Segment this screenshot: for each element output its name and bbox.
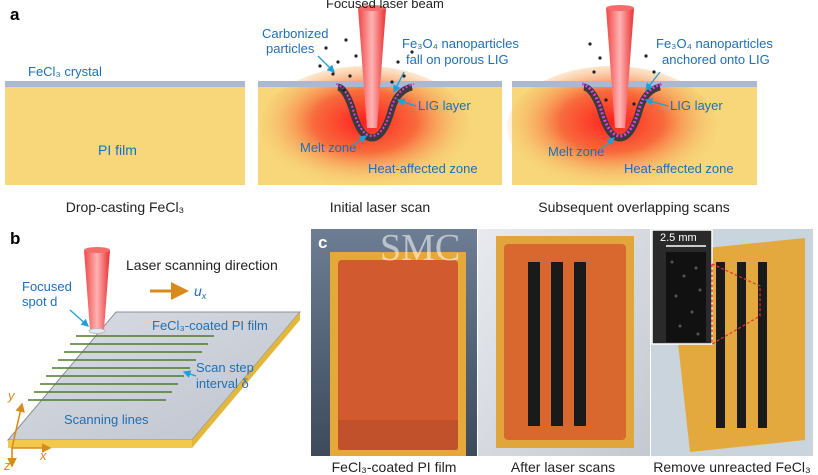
lig-stripe-4	[716, 262, 725, 428]
pi-film-label: PI film	[98, 142, 137, 158]
carbonized-label-1: Carbonized	[262, 26, 329, 41]
melt-arrow	[351, 135, 368, 147]
panel-label-a: a	[10, 5, 20, 24]
melt-zone-label-3: Melt zone	[548, 144, 604, 159]
panel-a-step3: Fe₃O₄ nanoparticles anchored onto LIG LI…	[507, 5, 773, 215]
carbonized-particles-3	[588, 42, 656, 106]
caption-photo3: Remove unreacted FeCl₃	[653, 459, 810, 475]
haz-label-3: Heat-affected zone	[624, 161, 734, 176]
watermark-text: SMC	[380, 227, 460, 269]
caption-initial-scan: Initial laser scan	[330, 199, 430, 215]
axis-z-label: z	[3, 458, 11, 473]
carbonized-label-2: particles	[266, 41, 315, 56]
heat-affected-zone-shape-3	[507, 66, 717, 190]
inset-lig-texture	[666, 252, 706, 342]
lig-arrow-3	[644, 97, 669, 107]
fe-anchored-arrow	[645, 71, 661, 92]
caption-overlapping-scans: Subsequent overlapping scans	[538, 199, 729, 215]
lig-layer-label-3: LIG layer	[670, 98, 723, 113]
panel-label-b: b	[10, 229, 20, 248]
fe-anchored-label-1: Fe₃O₄ nanoparticles	[656, 36, 773, 51]
fe-label-1: Fe₃O₄ nanoparticles	[402, 36, 519, 51]
lig-stripe-5	[737, 262, 746, 428]
fe-anchored-label-2: anchored onto LIG	[662, 52, 770, 67]
axis-x-label: x	[39, 448, 47, 463]
panel-b-laser-top	[84, 247, 110, 253]
lig-arrow	[396, 98, 417, 107]
axes	[7, 402, 52, 468]
focused-spot	[88, 328, 106, 334]
carbonized-particles	[318, 38, 414, 92]
lig-stripe-1	[528, 262, 540, 426]
scale-bar-label: 2.5 mm	[660, 232, 697, 244]
scan-step-label-1: Scan step	[196, 360, 254, 375]
photo2-coated-area	[504, 244, 626, 440]
carbonized-arrow	[317, 55, 335, 73]
melt-arrow-3	[599, 137, 615, 151]
caption-photo1: FeCl₃-coated PI film	[332, 459, 457, 475]
heat-affected-zone-shape	[260, 66, 470, 190]
laser-beam-top-3	[606, 5, 634, 11]
scan-step-arrow	[182, 370, 197, 378]
film-side-front	[8, 440, 192, 448]
focused-laser-beam-3	[606, 8, 634, 128]
panel-c-photos: 2.5 mm SMC c FeCl₃-coated PI film After …	[311, 227, 813, 475]
laser-direction-label: Laser scanning direction	[126, 257, 278, 273]
scan-step-label-2: interval δ	[196, 376, 249, 391]
lig-stripe-2	[551, 262, 563, 426]
lig-stripe-6	[758, 262, 767, 428]
laser-beam-top	[358, 5, 386, 11]
caption-drop-casting: Drop-casting FeCl₃	[66, 199, 185, 215]
lig-layer-label: LIG layer	[418, 98, 471, 113]
fecl3-crystal-layer	[5, 81, 245, 87]
scanning-lines	[28, 335, 214, 401]
fe-nanoparticles-edge	[335, 83, 415, 138]
panel-a-step2: Focused laser beam Carbonized particles …	[258, 0, 519, 215]
pi-film-block	[5, 84, 245, 185]
focused-spot-label-2: spot d	[22, 294, 57, 309]
haz-label: Heat-affected zone	[368, 161, 478, 176]
fe-label-2: fall on porous LIG	[406, 52, 509, 67]
ux-label: ux	[194, 283, 207, 301]
caption-photo2: After laser scans	[511, 459, 615, 475]
panel-a-step1: FeCl₃ crystal PI film Drop-casting FeCl₃	[5, 64, 245, 215]
inset-zoom-guide	[711, 263, 761, 346]
coated-film-label: FeCl₃-coated PI film	[152, 318, 268, 333]
melt-zone-label: Melt zone	[300, 140, 356, 155]
lig-stripe-3	[574, 262, 586, 426]
panel-b-laser-beam	[84, 250, 110, 330]
focused-spot-arrow	[69, 309, 89, 327]
axis-y-label: y	[7, 388, 16, 403]
fecl3-crystal-label: FeCl₃ crystal	[28, 64, 102, 79]
panel-label-c: c	[318, 233, 327, 252]
film-side-right	[192, 312, 300, 448]
scanning-lines-label: Scanning lines	[64, 412, 149, 427]
focused-laser-beam-label: Focused laser beam	[326, 0, 444, 11]
panel-b-schematic: Focused spot d Laser scanning direction …	[3, 247, 302, 473]
photo1-coated-area	[338, 260, 458, 450]
fe-arrow	[393, 71, 405, 94]
focused-spot-label-1: Focused	[22, 279, 72, 294]
fecl3-crystal-layer-3	[512, 81, 757, 87]
focused-laser-beam	[358, 8, 386, 128]
